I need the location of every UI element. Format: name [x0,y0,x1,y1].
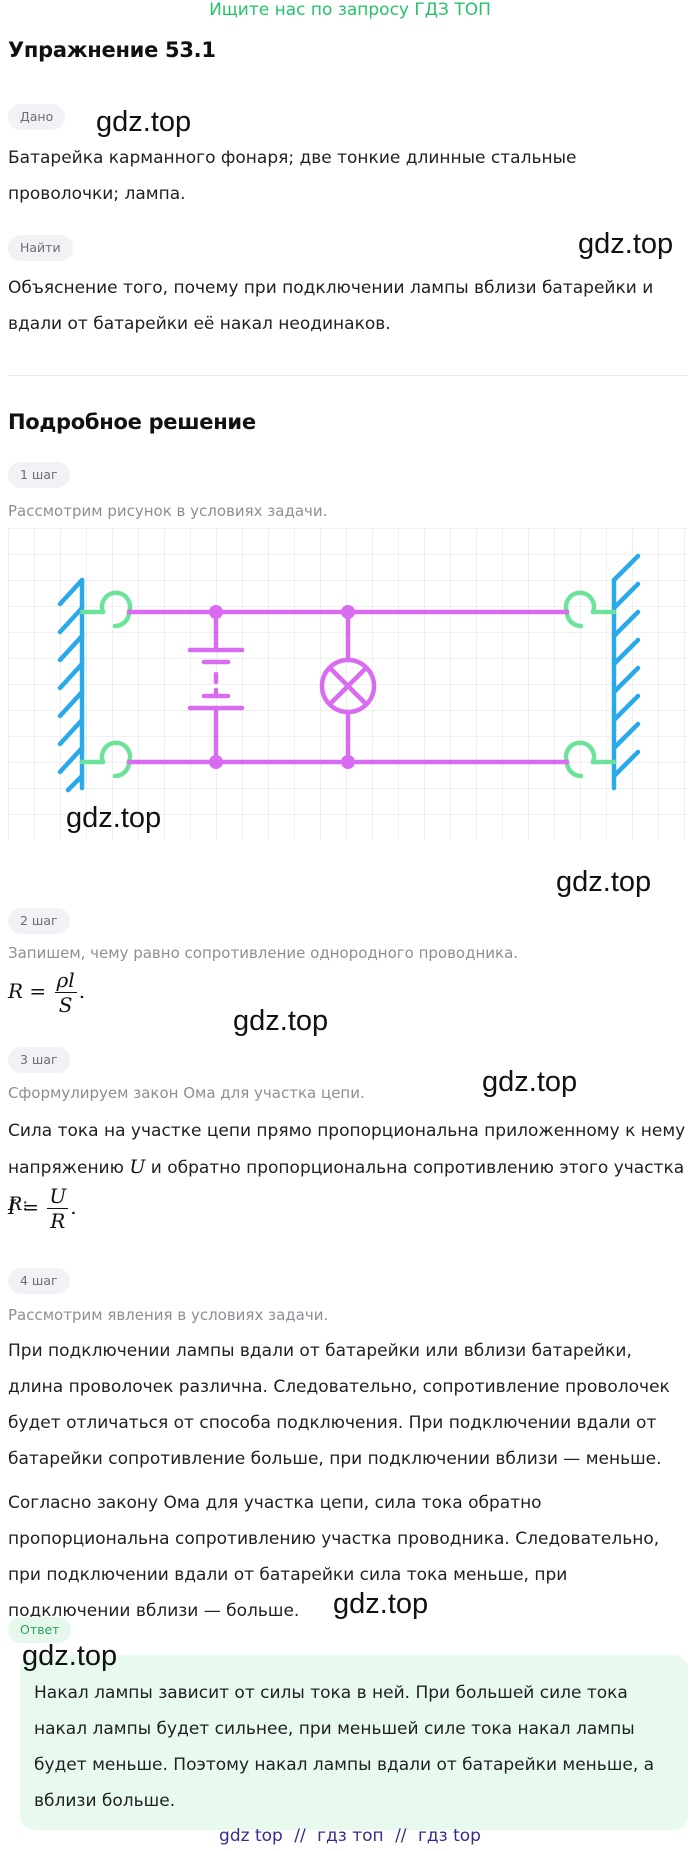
formula-i-numerator: U [47,1184,69,1209]
watermark: gdz.top [96,106,192,138]
circuit-diagram [8,528,688,840]
ohm-text-a: Сила тока на участке цепи прямо пропорци… [8,1121,686,1178]
footer-link-gdz-top-mixed[interactable]: гдз top [417,1826,481,1846]
answer-chip: Ответ [8,1617,72,1643]
step-1-caption: Рассмотрим рисунок в условиях задачи. [8,502,328,520]
ohm-var-r: R [8,1193,23,1215]
ohm-var-u: U [129,1156,146,1178]
watermark: gdz.top [333,1588,429,1620]
footer-links: gdz top // гдз топ // гдз top [0,1826,700,1846]
step-3-text: Сила тока на участке цепи прямо пропорци… [8,1121,686,1215]
wire-clips [79,590,617,779]
answer-text: Накал лампы зависит от силы тока в ней. … [34,1683,655,1811]
formula-i-lhs: I [8,1195,16,1219]
find-chip: Найти [8,235,73,261]
solution-title: Подробное решение [8,410,256,434]
formula-r-denominator: S [58,993,73,1017]
resistance-formula: R = ρl S . [8,968,86,1017]
find-label: Найти [8,235,73,261]
step-4-label: 4 шаг [8,1268,70,1294]
battery-junctions [209,605,355,769]
step-1-chip: 1 шаг [8,462,70,488]
footer-separator: // [294,1826,306,1846]
step-2-caption: Запишем, чему равно сопротивление одноро… [8,944,519,962]
find-text: Объяснение того, почему при подключении … [8,278,654,334]
step-4-chip: 4 шаг [8,1268,70,1294]
lamp-icon [319,657,377,715]
watermark: gdz.top [22,1640,118,1672]
step-3-caption: Сформулируем закон Ома для участка цепи. [8,1084,365,1102]
answer-label: Ответ [8,1617,72,1643]
formula-i-denominator: R [50,1209,66,1233]
formula-r-lhs: R [8,979,24,1003]
step-4-paragraph-2: Согласно закону Ома для участка цепи, си… [8,1493,660,1621]
formula-r-fraction: ρl S [54,968,77,1017]
watermark: gdz.top [66,802,162,834]
formula-r-numerator: ρl [54,968,77,993]
footer-separator: // [395,1826,407,1846]
footer-link-gdz-top[interactable]: gdz top [219,1826,283,1846]
given-text: Батарейка карманного фонаря; две тонкие … [8,148,577,204]
step-3-chip: 3 шаг [8,1047,70,1073]
step-3-label: 3 шаг [8,1047,70,1073]
watermark: gdz.top [482,1066,578,1098]
given-label: Дано [8,104,66,130]
step-2-chip: 2 шаг [8,908,70,934]
step-1-label: 1 шаг [8,462,70,488]
answer-box [20,1655,688,1830]
ohm-formula: I = U R . [8,1184,77,1233]
watermark: gdz.top [556,866,652,898]
step-4-paragraph-1: При подключении лампы вдали от батарейки… [8,1341,670,1469]
step-4-caption: Рассмотрим явления в условиях задачи. [8,1306,329,1324]
watermark: gdz.top [578,228,674,260]
search-banner[interactable]: Ищите нас по запросу ГДЗ ТОП [209,0,491,20]
divider [8,375,688,376]
given-chip: Дано [8,104,66,130]
step-2-label: 2 шаг [8,908,70,934]
right-wall [611,553,641,791]
watermark: gdz.top [233,1005,329,1037]
left-wall [57,577,85,793]
ohm-text-b: и обратно пропорциональна сопротивлению … [150,1158,685,1178]
page-title: Упражнение 53.1 [8,38,216,62]
footer-link-gdz-top-ru[interactable]: гдз топ [317,1826,384,1846]
formula-i-fraction: U R [47,1184,69,1233]
